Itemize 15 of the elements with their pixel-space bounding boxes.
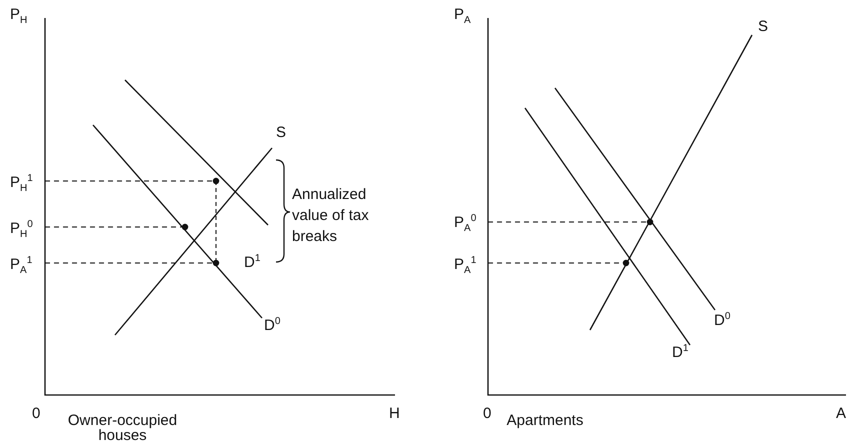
axis-label: A [836, 405, 846, 422]
annotation-text: Annualized value of tax breaks [292, 185, 370, 247]
axis-label: P$_{A}$ [454, 6, 471, 28]
curve-label: S [276, 124, 286, 141]
curve-label: S [758, 18, 768, 35]
curve-label: D$^{1}$ [672, 342, 688, 361]
axis-label: H [389, 405, 400, 422]
axis-title: Apartments [506, 413, 584, 428]
axis-label: P$_{H}$ [10, 6, 28, 28]
curve-label: D$^{1}$ [244, 252, 260, 271]
curve-label: D$^{0}$ [714, 310, 730, 329]
curve-label: D$^{0}$ [264, 315, 280, 334]
axis-label: 0 [32, 405, 40, 422]
axis-label: 0 [483, 405, 492, 422]
axis-title: Owner-occupied houses [66, 413, 178, 443]
